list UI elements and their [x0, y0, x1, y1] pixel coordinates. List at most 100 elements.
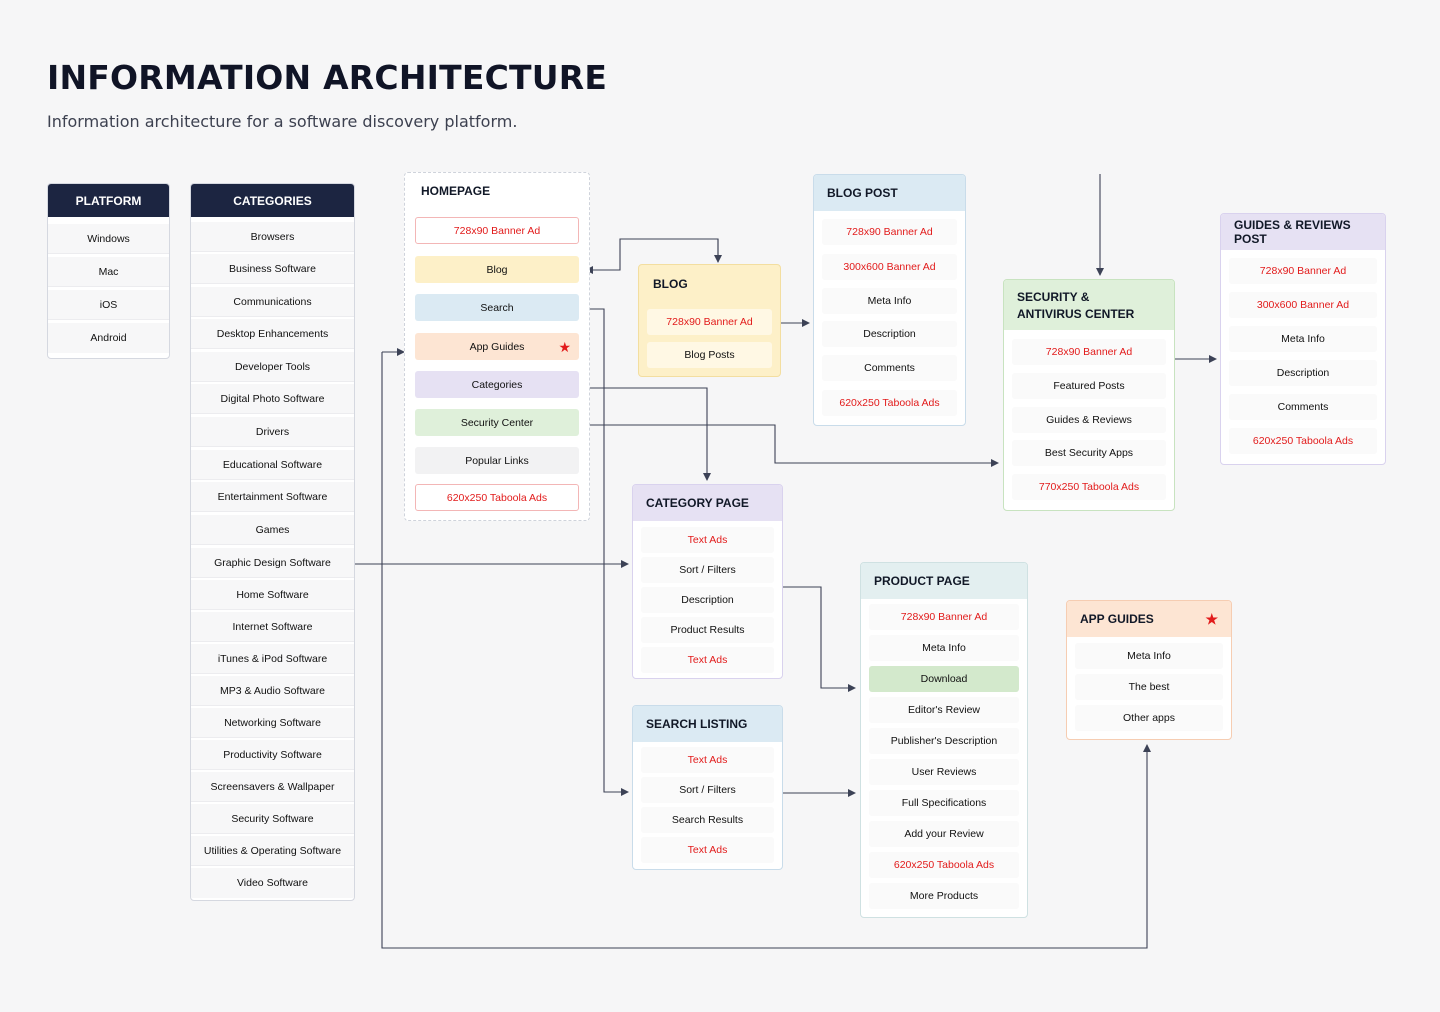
blog-post-description: Description [822, 321, 957, 347]
product-page-more-products[interactable]: More Products [869, 883, 1019, 909]
homepage-search-link[interactable]: Search [415, 294, 579, 321]
category-item[interactable]: Digital Photo Software [191, 384, 354, 414]
guides-post-meta-info: Meta Info [1229, 326, 1377, 352]
homepage-categories-link[interactable]: Categories [415, 371, 579, 398]
security-best-apps[interactable]: Best Security Apps [1012, 440, 1166, 466]
category-item[interactable]: Entertainment Software [191, 482, 354, 512]
star-icon: ★ [558, 338, 571, 355]
blog-post-taboola-ads[interactable]: 620x250 Taboola Ads [822, 390, 957, 416]
category-item[interactable]: Internet Software [191, 612, 354, 642]
platform-item-mac[interactable]: Mac [48, 257, 169, 287]
app-guides-panel: APP GUIDES ★ Meta Info The best Other ap… [1066, 600, 1232, 740]
search-listing-text-ads-bottom[interactable]: Text Ads [641, 837, 774, 863]
homepage-panel: HOMEPAGE 728x90 Banner Ad Blog Search Ap… [404, 172, 590, 521]
category-item[interactable]: Security Software [191, 804, 354, 834]
security-center-header: SECURITY & ANTIVIRUS CENTER [1004, 280, 1174, 330]
guides-reviews-post-panel: GUIDES & REVIEWS POST 728x90 Banner Ad 3… [1220, 213, 1386, 465]
homepage-banner-ad[interactable]: 728x90 Banner Ad [415, 217, 579, 244]
product-page-user-reviews[interactable]: User Reviews [869, 759, 1019, 785]
homepage-app-guides-link[interactable]: App Guides ★ [415, 333, 579, 360]
connector-security-to-security-center [586, 424, 999, 467]
page-subtitle: Information architecture for a software … [47, 112, 518, 131]
blog-post-comments[interactable]: Comments [822, 355, 957, 381]
product-page-add-review[interactable]: Add your Review [869, 821, 1019, 847]
blog-post-panel: BLOG POST 728x90 Banner Ad 300x600 Banne… [813, 174, 966, 426]
product-page-editors-review: Editor's Review [869, 697, 1019, 723]
platform-item-android[interactable]: Android [48, 323, 169, 353]
security-taboola-ads[interactable]: 770x250 Taboola Ads [1012, 474, 1166, 500]
app-guides-title: APP GUIDES [1080, 612, 1154, 626]
category-page-product-results[interactable]: Product Results [641, 617, 774, 643]
security-center-panel: SECURITY & ANTIVIRUS CENTER 728x90 Banne… [1003, 279, 1175, 511]
guides-post-taboola-ads[interactable]: 620x250 Taboola Ads [1229, 428, 1377, 454]
category-item[interactable]: Utilities & Operating Software [191, 836, 354, 866]
homepage-app-guides-label: App Guides [469, 340, 525, 353]
homepage-taboola-ads[interactable]: 620x250 Taboola Ads [415, 484, 579, 511]
blog-post-meta-info: Meta Info [822, 288, 957, 314]
category-item[interactable]: Desktop Enhancements [191, 319, 354, 349]
categories-panel: CATEGORIES Browsers Business Software Co… [190, 183, 355, 901]
search-listing-text-ads-top[interactable]: Text Ads [641, 747, 774, 773]
security-banner-ad[interactable]: 728x90 Banner Ad [1012, 339, 1166, 365]
category-item[interactable]: Drivers [191, 417, 354, 447]
security-featured-posts[interactable]: Featured Posts [1012, 373, 1166, 399]
category-item[interactable]: iTunes & iPod Software [191, 644, 354, 674]
search-listing-sort-filters[interactable]: Sort / Filters [641, 777, 774, 803]
product-page-banner-ad[interactable]: 728x90 Banner Ad [869, 604, 1019, 630]
category-item[interactable]: Screensavers & Wallpaper [191, 772, 354, 802]
blog-posts-link[interactable]: Blog Posts [647, 342, 772, 368]
category-page-text-ads-top[interactable]: Text Ads [641, 527, 774, 553]
category-page-text-ads-bottom[interactable]: Text Ads [641, 647, 774, 673]
blog-post-banner-ad[interactable]: 728x90 Banner Ad [822, 219, 957, 245]
blog-panel: BLOG 728x90 Banner Ad Blog Posts [638, 264, 781, 377]
product-page-taboola-ads[interactable]: 620x250 Taboola Ads [869, 852, 1019, 878]
homepage-popular-links[interactable]: Popular Links [415, 447, 579, 474]
homepage-security-center-link[interactable]: Security Center [415, 409, 579, 436]
homepage-header: HOMEPAGE [421, 184, 491, 198]
app-guides-header: APP GUIDES ★ [1067, 601, 1231, 637]
app-guides-the-best[interactable]: The best [1075, 674, 1223, 700]
platform-item-windows[interactable]: Windows [48, 224, 169, 254]
blog-post-tall-banner-ad[interactable]: 300x600 Banner Ad [822, 254, 957, 280]
product-page-download-button[interactable]: Download [869, 666, 1019, 692]
category-item[interactable]: Educational Software [191, 450, 354, 480]
blog-post-header: BLOG POST [814, 175, 965, 211]
category-item[interactable]: Graphic Design Software [191, 548, 354, 578]
app-guides-other-apps[interactable]: Other apps [1075, 705, 1223, 731]
category-page-panel: CATEGORY PAGE Text Ads Sort / Filters De… [632, 484, 783, 679]
category-page-sort-filters[interactable]: Sort / Filters [641, 557, 774, 583]
connector-home-categories-to-category-page [586, 387, 711, 481]
category-item[interactable]: Developer Tools [191, 352, 354, 382]
category-item[interactable]: MP3 & Audio Software [191, 676, 354, 706]
star-icon: ★ [1205, 611, 1218, 627]
search-listing-header: SEARCH LISTING [633, 706, 782, 742]
category-item[interactable]: Home Software [191, 580, 354, 610]
category-item[interactable]: Games [191, 515, 354, 545]
category-item[interactable]: Communications [191, 287, 354, 317]
blog-banner-ad[interactable]: 728x90 Banner Ad [647, 309, 772, 335]
blog-header: BLOG [653, 277, 688, 291]
category-item[interactable]: Video Software [191, 868, 354, 898]
platform-header: PLATFORM [48, 184, 169, 217]
platform-item-ios[interactable]: iOS [48, 290, 169, 320]
security-guides-reviews[interactable]: Guides & Reviews [1012, 407, 1166, 433]
category-page-description: Description [641, 587, 774, 613]
product-page-full-specs[interactable]: Full Specifications [869, 790, 1019, 816]
guides-post-banner-ad[interactable]: 728x90 Banner Ad [1229, 258, 1377, 284]
category-item[interactable]: Browsers [191, 222, 354, 252]
homepage-blog-link[interactable]: Blog [415, 256, 579, 283]
product-page-header: PRODUCT PAGE [861, 563, 1027, 599]
category-item[interactable]: Productivity Software [191, 740, 354, 770]
connector-category-to-product [783, 586, 856, 692]
connector-search-to-search-listing [586, 308, 629, 796]
platform-panel: PLATFORM Windows Mac iOS Android [47, 183, 170, 359]
category-item[interactable]: Networking Software [191, 708, 354, 738]
security-center-title-line1: SECURITY & [1017, 289, 1090, 304]
security-center-title-line2: ANTIVIRUS CENTER [1017, 306, 1135, 321]
guides-post-tall-banner-ad[interactable]: 300x600 Banner Ad [1229, 292, 1377, 318]
category-page-header: CATEGORY PAGE [633, 485, 782, 521]
search-listing-panel: SEARCH LISTING Text Ads Sort / Filters S… [632, 705, 783, 870]
category-item[interactable]: Business Software [191, 254, 354, 284]
guides-post-comments[interactable]: Comments [1229, 394, 1377, 420]
search-listing-results[interactable]: Search Results [641, 807, 774, 833]
